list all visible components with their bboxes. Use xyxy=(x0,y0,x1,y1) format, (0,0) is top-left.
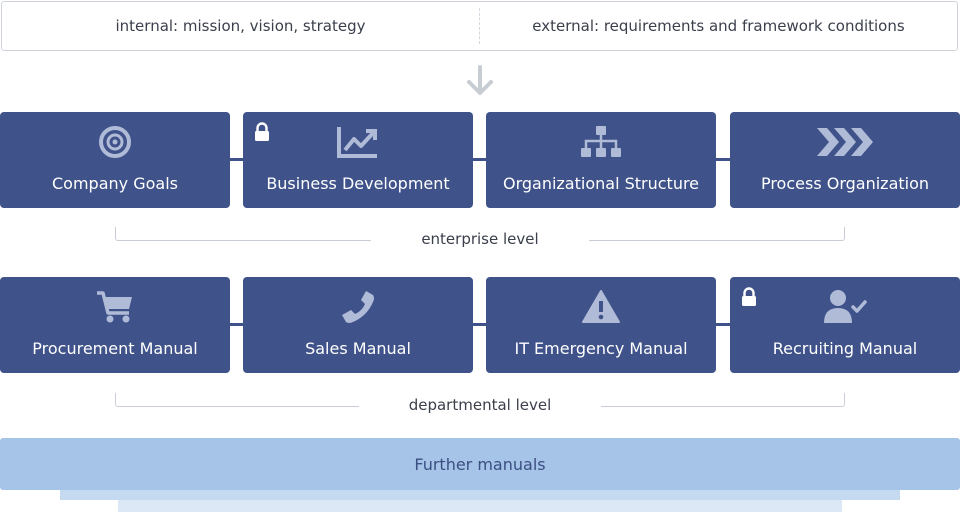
card-process-organization[interactable]: Process Organization xyxy=(730,112,960,208)
departmental-level-label: departmental level xyxy=(0,396,960,414)
departmental-level-text: departmental level xyxy=(358,396,602,414)
enterprise-level-text: enterprise level xyxy=(371,230,589,248)
card-sales-manual[interactable]: Sales Manual xyxy=(243,277,473,373)
arrow-down-icon xyxy=(467,65,493,95)
card-label: Company Goals xyxy=(52,174,178,193)
card-it-emergency-manual[interactable]: IT Emergency Manual xyxy=(486,277,716,373)
card-label: Sales Manual xyxy=(305,339,411,358)
card-organizational-structure[interactable]: Organizational Structure xyxy=(486,112,716,208)
chevrons-icon xyxy=(730,124,960,160)
further-manuals-bar[interactable]: Further manuals xyxy=(0,438,960,490)
chart-icon xyxy=(243,124,473,160)
card-label: Recruiting Manual xyxy=(772,339,918,358)
card-business-development[interactable]: Business Development xyxy=(243,112,473,208)
lock-icon xyxy=(255,122,269,141)
card-recruiting-manual[interactable]: Recruiting Manual xyxy=(730,277,960,373)
card-label: Business Development xyxy=(266,174,450,193)
card-label: IT Emergency Manual xyxy=(514,339,688,358)
context-divider xyxy=(479,8,480,44)
org-chart-icon xyxy=(486,124,716,160)
context-box: internal: mission, vision, strategy exte… xyxy=(1,1,958,51)
connector-line xyxy=(115,158,845,161)
lock-icon xyxy=(742,287,756,306)
enterprise-level-label: enterprise level xyxy=(0,230,960,248)
card-label: Procurement Manual xyxy=(32,339,198,358)
phone-icon xyxy=(243,289,473,325)
warning-icon xyxy=(486,289,716,325)
card-procurement-manual[interactable]: Procurement Manual xyxy=(0,277,230,373)
connector-line xyxy=(115,323,845,326)
user-check-icon xyxy=(730,289,960,325)
internal-context: internal: mission, vision, strategy xyxy=(115,17,366,35)
target-icon xyxy=(0,124,230,160)
cart-icon xyxy=(0,289,230,325)
card-label: Organizational Structure xyxy=(502,174,700,193)
further-manuals-label: Further manuals xyxy=(414,454,546,474)
external-context: external: requirements and framework con… xyxy=(532,17,905,35)
departmental-row: Procurement Manual Sales Manual IT Emerg… xyxy=(0,277,960,373)
card-label: Process Organization xyxy=(760,174,930,193)
card-company-goals[interactable]: Company Goals xyxy=(0,112,230,208)
enterprise-row: Company Goals Business Development xyxy=(0,112,960,208)
